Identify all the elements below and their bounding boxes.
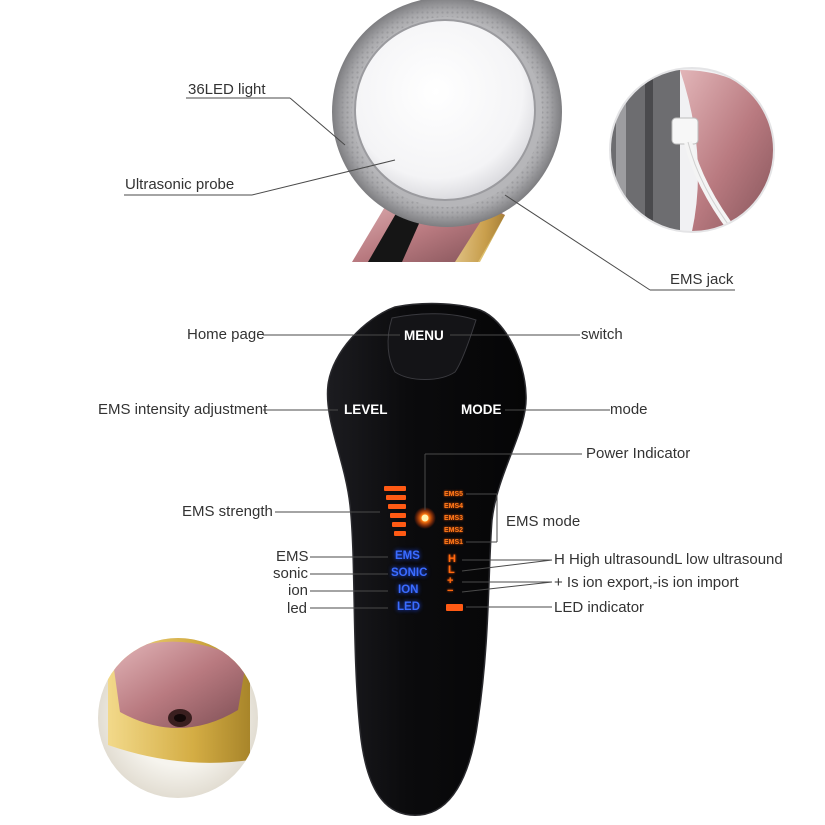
callout-ems-strength: EMS strength bbox=[182, 503, 273, 520]
callout-mode: mode bbox=[610, 401, 648, 418]
device-body bbox=[326, 302, 527, 816]
ion-plus-indicator: + bbox=[447, 575, 454, 587]
ems-mode-indicator: EMS1 bbox=[444, 539, 464, 546]
callout-sonic: sonic bbox=[273, 565, 309, 582]
ems-mode-indicator: EMS2 bbox=[444, 527, 464, 534]
ems-mode-indicator: EMS3 bbox=[444, 515, 464, 522]
probe-tip-inset bbox=[98, 638, 258, 798]
ems-jack-inset bbox=[609, 67, 775, 233]
ion-minus-indicator: − bbox=[447, 585, 454, 597]
led-indicator-light bbox=[446, 604, 463, 611]
callout-ion-export-import: + Is ion export,-is ion import bbox=[554, 574, 739, 591]
callout-ems-mode: EMS mode bbox=[506, 513, 581, 530]
callout-ultrasound-hl: H High ultrasoundL low ultrasound bbox=[554, 551, 783, 568]
probe-head bbox=[332, 0, 562, 227]
ems-button[interactable]: EMS bbox=[395, 550, 420, 562]
ion-button[interactable]: ION bbox=[398, 584, 419, 596]
callout-ion: ion bbox=[288, 582, 309, 599]
callout-36led-light: 36LED light bbox=[188, 81, 266, 98]
callout-ultrasonic-probe: Ultrasonic probe bbox=[125, 176, 235, 193]
callout-switch: switch bbox=[581, 326, 623, 343]
ultrasound-high-indicator: H bbox=[448, 553, 456, 565]
ultrasound-low-indicator: L bbox=[448, 564, 455, 576]
callout-led-indicator: LED indicator bbox=[554, 599, 645, 616]
callout-led: led bbox=[287, 600, 308, 617]
callout-ems-jack: EMS jack bbox=[670, 271, 734, 288]
ems-strength-bars bbox=[384, 486, 406, 536]
callout-ems-intensity: EMS intensity adjustment bbox=[98, 401, 268, 418]
callout-home-page: Home page bbox=[187, 326, 265, 343]
power-indicator-core bbox=[421, 514, 429, 522]
sonic-button[interactable]: SONIC bbox=[391, 567, 428, 579]
leader-lines bbox=[124, 97, 735, 609]
menu-button[interactable]: MENU bbox=[404, 328, 444, 343]
ems-mode-indicator: EMS4 bbox=[444, 503, 464, 510]
ems-mode-indicator: EMS5 bbox=[444, 491, 464, 498]
level-button[interactable]: LEVEL bbox=[344, 402, 388, 417]
led-button[interactable]: LED bbox=[397, 601, 420, 613]
mode-button[interactable]: MODE bbox=[461, 402, 502, 417]
callout-ems: EMS bbox=[276, 548, 309, 565]
callout-power-indicator: Power Indicator bbox=[586, 445, 691, 462]
